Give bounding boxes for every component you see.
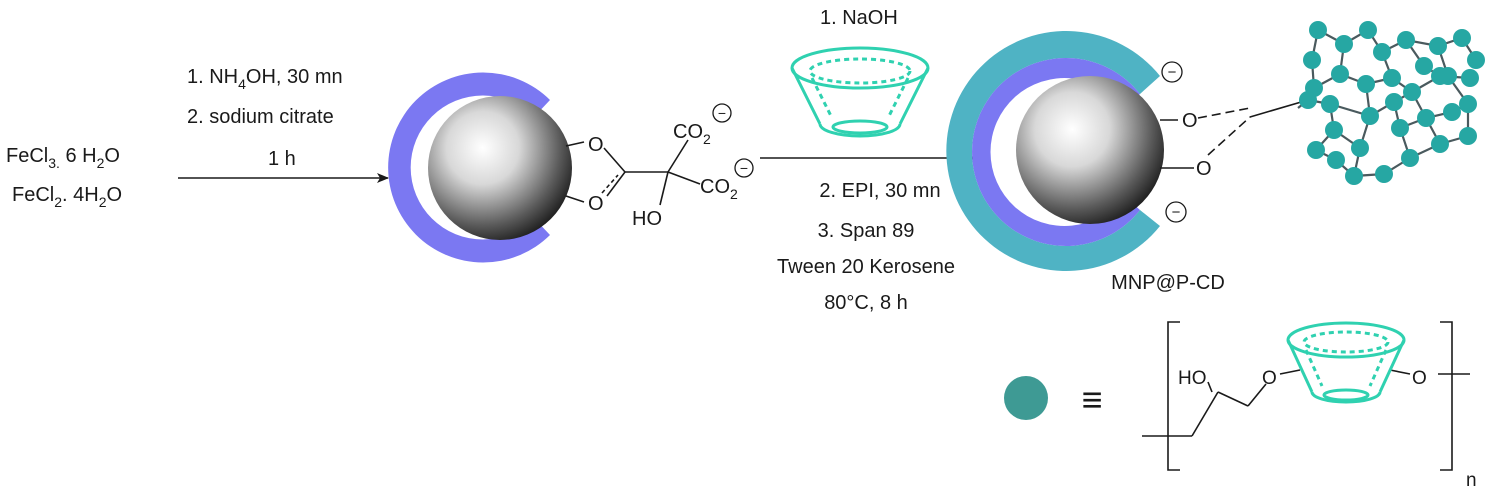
product-nanoparticle: [946, 31, 1164, 271]
step1-condition-3: 1 h: [268, 148, 296, 170]
step1-condition-2: 2. sodium citrate: [187, 106, 334, 128]
charge-sign: −: [1172, 204, 1181, 221]
charge-sign: −: [740, 160, 748, 176]
magnetic-core-sphere: [1016, 76, 1164, 224]
charge-sign: −: [718, 105, 726, 121]
polymer-nodes: [1299, 21, 1485, 185]
step2-condition-span: 3. Span 89: [818, 220, 915, 242]
equivalence-symbol: ≡: [1081, 379, 1102, 420]
citrate-oxygen-bottom: O: [588, 193, 604, 215]
polymer-shell: [388, 72, 550, 263]
negative-charge-icon: [1165, 201, 1187, 223]
product-oxygen-bottom: O: [1196, 158, 1212, 180]
step1-condition-1: 1. NH4OH, 30 mn: [187, 66, 343, 92]
repeat-unit-brackets: [1142, 321, 1470, 471]
reagent-fecl3: FeCl3. 6 H2O: [6, 145, 120, 171]
step2-condition-epi: 2. EPI, 30 mn: [819, 180, 940, 202]
negative-charge-icon: [734, 158, 754, 178]
magnetic-core-sphere: [428, 96, 572, 240]
legend-oxygen-2: O: [1412, 368, 1427, 389]
repeat-count-n: n: [1466, 470, 1477, 491]
cyclodextrin-icon: [1286, 321, 1406, 404]
citrate-oxygen-top: O: [588, 134, 604, 156]
hydroxyl-label: HO: [632, 208, 662, 230]
charge-sign: −: [1168, 64, 1177, 81]
negative-charge-icon: [1161, 61, 1183, 83]
carboxylate-bottom: CO2: [700, 176, 738, 202]
step2-condition-tween: Tween 20 Kerosene: [777, 256, 955, 278]
cyclodextrin-icon: [790, 46, 930, 138]
negative-charge-icon: [712, 103, 732, 123]
product-name: MNP@P-CD: [1111, 272, 1225, 294]
legend-oxygen-1: O: [1262, 368, 1277, 389]
reagent-fecl2: FeCl2. 4H2O: [12, 184, 122, 210]
product-oxygen-top: O: [1182, 110, 1198, 132]
citrate-ligand: [565, 139, 701, 206]
carboxylate-link: [1160, 99, 1309, 169]
citrate-coated-nanoparticle: [388, 72, 572, 263]
step2-condition-temperature: 80°C, 8 h: [824, 292, 908, 314]
legend-node-icon: [1004, 376, 1048, 420]
carboxylate-top: CO2: [673, 121, 711, 147]
step2-condition-naoh: 1. NaOH: [820, 7, 898, 29]
legend-hydroxyl: HO: [1178, 368, 1207, 389]
